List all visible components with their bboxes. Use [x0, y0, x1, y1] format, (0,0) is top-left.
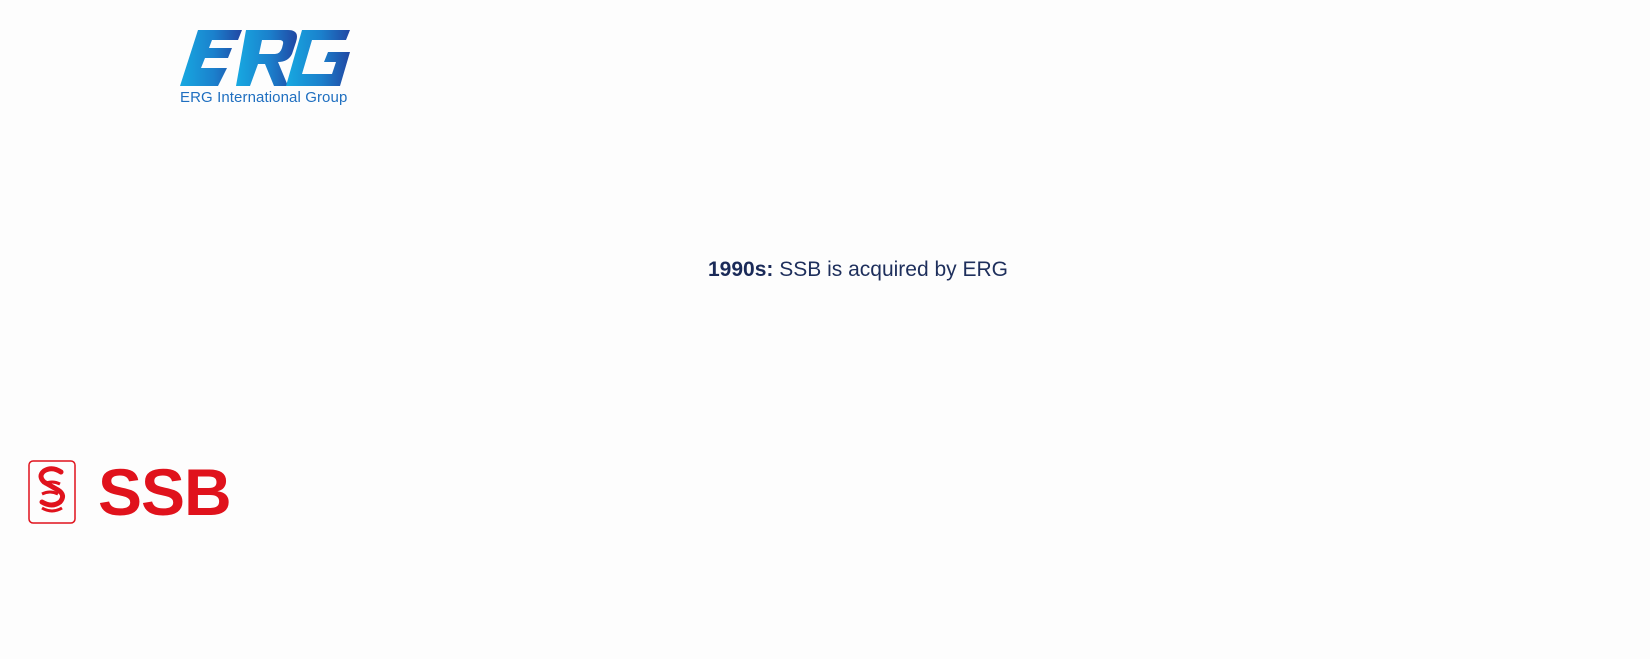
erg-logo-mark-icon — [180, 30, 350, 86]
timeline-year: 1990s: — [708, 258, 774, 281]
ssb-wordmark: SSB — [98, 455, 232, 529]
ssb-emblem-icon — [28, 460, 76, 524]
timeline-caption: 1990s: SSB is acquired by ERG — [708, 258, 1008, 282]
erg-logo: ERG International Group — [180, 28, 350, 112]
ssb-logo: SSB — [28, 455, 232, 529]
timeline-text: SSB is acquired by ERG — [773, 258, 1008, 281]
erg-logo-caption: ERG International Group — [180, 89, 348, 106]
